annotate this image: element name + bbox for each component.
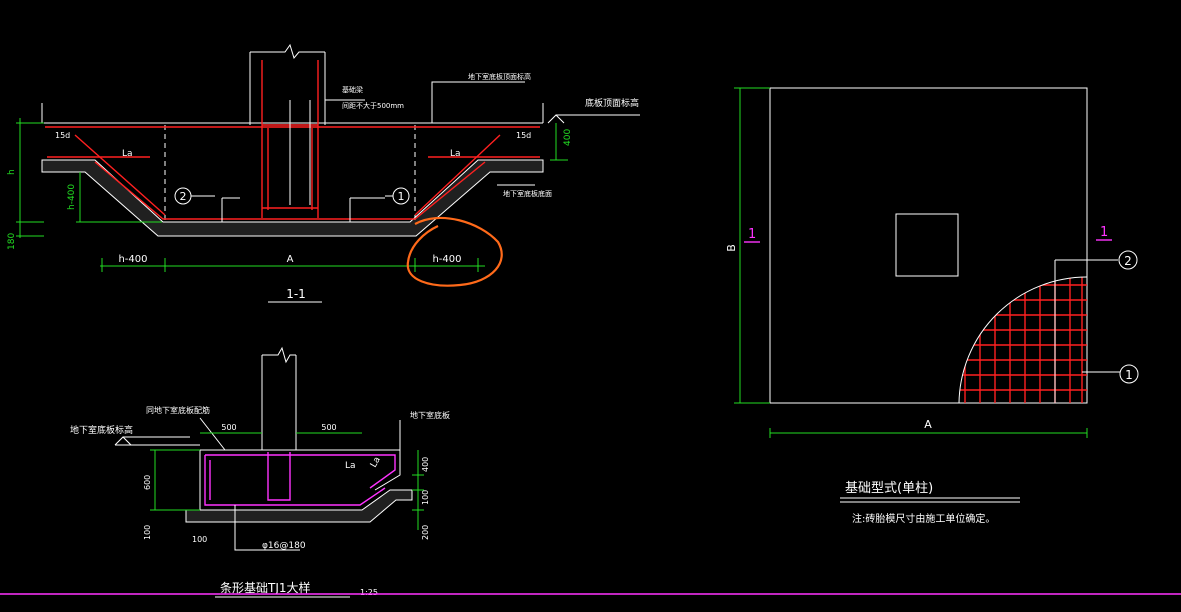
- basement-floor-top-elev: 地下室底板顶面标高: [468, 72, 531, 81]
- la-left: La: [122, 149, 133, 159]
- la-right: La: [450, 149, 461, 159]
- column-note-2: 间距不大于500mm: [342, 101, 404, 110]
- plan-note: 注:砖胎模尺寸由施工单位确定。: [852, 512, 995, 525]
- h400-vert: h-400: [67, 184, 77, 210]
- bottom-A: A: [287, 254, 294, 265]
- strip-dim-400: 400: [421, 457, 430, 472]
- bottom-h400-right: h-400: [432, 254, 461, 265]
- orange-annotation-circle: [406, 216, 503, 287]
- strip-basement-slab: 地下室底板: [410, 410, 450, 420]
- strip-dim-500-left: 500: [221, 423, 236, 432]
- dim-15d-left: 15d: [55, 131, 70, 140]
- strip-detail: 地下室底板标高 同地下室底板配筋 地下室底板 500 500 600 400 1…: [70, 346, 450, 598]
- strip-dim-200: 200: [421, 525, 430, 540]
- strip-same-basement-bottom: 同地下室底板配筋: [146, 405, 210, 415]
- section-1-1: 2 1 基础梁 间距不大于500mm 地下室底板顶面标高 地下室底板底面 底板顶…: [7, 43, 640, 303]
- strip-dim-500-right: 500: [321, 423, 336, 432]
- column-note-1: 基础梁: [342, 85, 363, 94]
- section-1-1-title: 1-1: [286, 287, 306, 301]
- plan-callout-1: 1: [1125, 368, 1133, 382]
- plan-view: 2 1 B A 1 1 基础型式(单柱) 注:砖胎模尺寸由施工单位确定。: [725, 87, 1139, 525]
- marker-2-label: 2: [180, 190, 187, 203]
- strip-dim-100-right: 100: [421, 490, 430, 505]
- strip-rebar: φ16@180: [262, 541, 306, 551]
- plan-dim-B: B: [725, 244, 738, 252]
- bottom-h400-left: h-400: [118, 254, 147, 265]
- marker-1-label: 1: [398, 190, 405, 203]
- strip-dim-100-bottom: 100: [192, 535, 207, 544]
- strip-scale: 1:25: [360, 588, 378, 597]
- plan-callout-1-circle: [1119, 364, 1139, 384]
- dim-180: 180: [7, 233, 17, 250]
- plan-section-right: 1: [1100, 225, 1108, 240]
- plan-callout-2: 2: [1124, 254, 1132, 268]
- h-label: h: [7, 169, 17, 175]
- plan-title: 基础型式(单柱): [845, 481, 933, 496]
- strip-dim-100-left: 100: [143, 525, 152, 540]
- basement-slab-bottom: 地下室底板底面: [503, 189, 552, 198]
- strip-la: La: [345, 461, 356, 471]
- dim-400: 400: [563, 129, 573, 146]
- plan-section-left: 1: [748, 227, 756, 242]
- plan-dim-A: A: [924, 418, 932, 431]
- plan-callout-2-circle: [1118, 250, 1138, 270]
- strip-basement-floor-elev: 地下室底板标高: [70, 424, 133, 436]
- strip-title: 条形基础TJ1大样: [220, 580, 311, 595]
- strip-dim-600: 600: [143, 475, 152, 490]
- bottom-slab-top-elev: 底板顶面标高: [585, 97, 639, 109]
- dim-15d-right: 15d: [516, 131, 531, 140]
- strip-la2: La: [369, 455, 383, 469]
